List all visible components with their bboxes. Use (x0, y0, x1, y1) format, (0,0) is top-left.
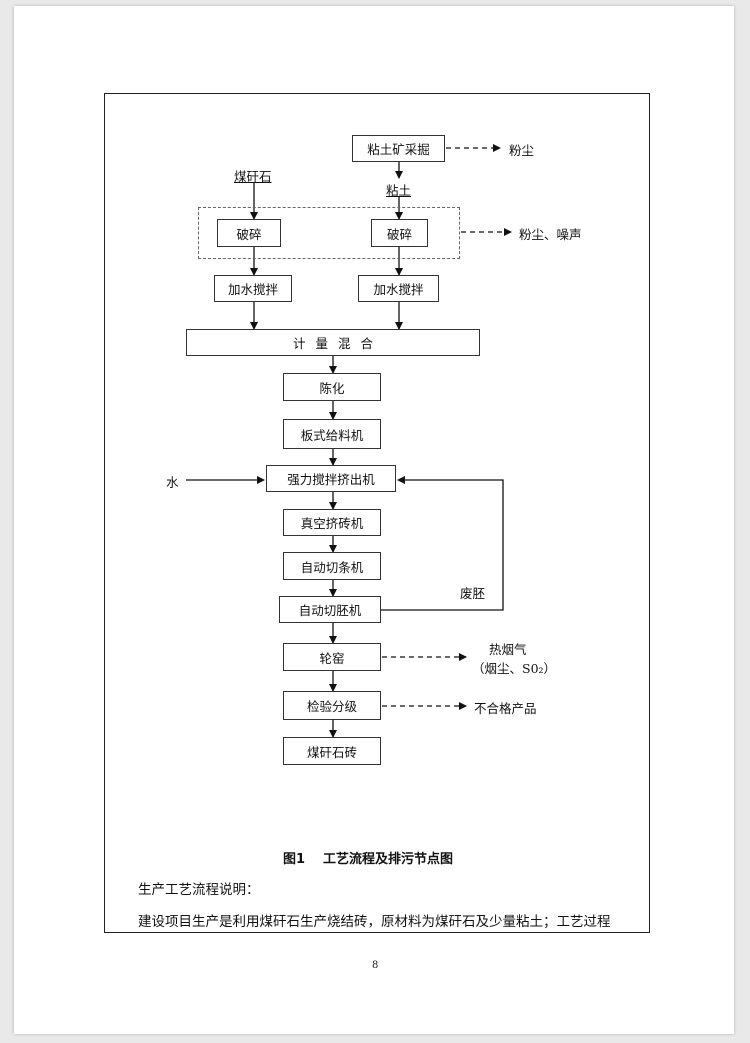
dust-label: 粉尘 (509, 143, 535, 158)
crushing-group-outline (198, 207, 460, 259)
aging-box: 陈化 (283, 373, 381, 401)
hot-flue-gas-label: 热烟气 (489, 642, 527, 657)
crush-left-box: 破碎 (217, 219, 281, 247)
auto-strip-cutter-box: 自动切条机 (283, 552, 381, 580)
metering-mixing-box: 计量混合 (186, 329, 480, 356)
content-frame (104, 93, 650, 933)
product-box: 煤矸石砖 (283, 737, 381, 765)
body-paragraph: 建设项目生产是利用煤矸石生产烧结砖，原材料为煤矸石及少量粘土；工艺过程 (138, 914, 611, 930)
hot-flue-gas-detail-label: （烟尘、S0₂） (472, 661, 557, 676)
mix-water-right-box: 加水搅拌 (358, 275, 439, 302)
clay-mining-box: 粘土矿采掘 (352, 135, 445, 162)
figure-title: 工艺流程及排污节点图 (323, 852, 454, 867)
mix-water-left-box: 加水搅拌 (214, 275, 292, 302)
inspection-box: 检验分级 (283, 691, 381, 720)
dust-noise-label: 粉尘、噪声 (519, 227, 582, 242)
clay-label: 粘土 (386, 183, 412, 198)
strong-extruder-box: 强力搅拌挤出机 (266, 465, 396, 492)
page-number: 8 (372, 960, 379, 971)
coal-gangue-label: 煤矸石 (234, 169, 272, 184)
kiln-box: 轮窑 (283, 643, 381, 671)
crush-right-box: 破碎 (371, 219, 428, 247)
arrow-waste-feedback (381, 476, 504, 611)
vacuum-extruder-box: 真空挤砖机 (283, 509, 381, 536)
plate-feeder-box: 板式给料机 (283, 419, 381, 449)
figure-number: 图1 (283, 852, 306, 867)
waste-blank-label: 废胚 (460, 586, 486, 601)
figure-caption: 图1 工艺流程及排污节点图 (283, 848, 453, 867)
unqualified-label: 不合格产品 (474, 701, 537, 716)
water-label: 水 (166, 475, 179, 490)
auto-blank-cutter-box: 自动切胚机 (279, 596, 381, 623)
section-heading: 生产工艺流程说明： (138, 882, 260, 898)
